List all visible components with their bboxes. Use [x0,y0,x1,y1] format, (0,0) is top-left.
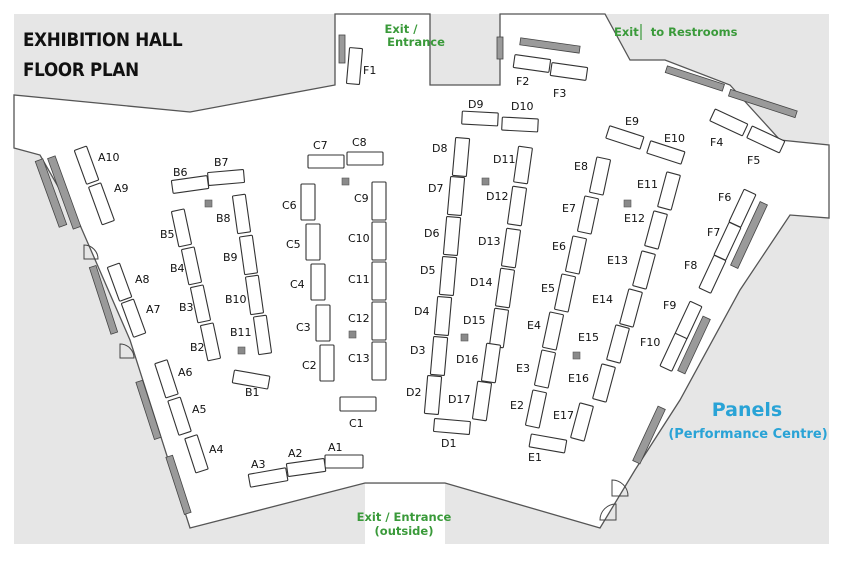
booth-label: B4 [170,262,185,275]
booth-label: E17 [553,409,574,422]
booth-label: C3 [296,321,311,334]
booth-label: B6 [173,166,188,179]
booth-label: D1 [441,437,456,450]
booth-label: E2 [510,399,524,412]
booth-label: B10 [225,293,247,306]
booth-label: E11 [637,178,658,191]
booth-label: E10 [664,132,685,145]
booth-label: D12 [486,190,508,203]
booth-label: E9 [625,115,639,128]
booth-label: F6 [718,191,731,204]
exit-bottom-opening [365,484,445,544]
booth-label: E16 [568,372,589,385]
booth-label: C10 [348,232,370,245]
booth-label: E12 [624,212,645,225]
booth-label: F5 [747,154,760,167]
pillars [204,177,632,360]
booth-label: D16 [456,353,478,366]
booth-label: E14 [592,293,613,306]
booth-label: A1 [328,441,343,454]
booth-label: F8 [684,259,697,272]
map-title: FLOOR PLAN [23,59,139,81]
booth-label: C12 [348,312,370,325]
exit-bottom-label: Exit / Entrance [357,510,452,524]
exit-top-label: Exit / [385,22,419,36]
booth-label: B7 [214,156,229,169]
booth-label: D2 [406,386,421,399]
booth-label: D5 [420,264,435,277]
booth-label: D11 [493,153,515,166]
booth-label: E4 [527,319,541,332]
booth-label: F9 [663,299,676,312]
booth-label: D8 [432,142,447,155]
booth-label: D9 [468,98,483,111]
booth-label: C4 [290,278,305,291]
booth-label: C11 [348,273,370,286]
booth-label: B8 [216,212,231,225]
booth-label: A8 [135,273,150,286]
booth-label: B9 [223,251,238,264]
booth-label: F4 [710,136,723,149]
booth-label: D3 [410,344,425,357]
booth-label: A9 [114,182,129,195]
booth-label: D14 [470,276,492,289]
booth-label: E5 [541,282,555,295]
booth-label: D6 [424,227,439,240]
booth-label: D4 [414,305,429,318]
booth-label: C1 [349,417,364,430]
booth-label: A2 [288,447,303,460]
booth-label: E3 [516,362,530,375]
panels-title: Panels [712,399,782,421]
exit-restrooms-label: Exit to Restrooms [614,25,738,39]
booth-label: D7 [428,182,443,195]
booth-label: C7 [313,139,328,152]
booth-label: B5 [160,228,175,241]
booth-label: E1 [528,451,542,464]
booth-label: A3 [251,458,266,471]
booth-label: A6 [178,366,193,379]
exit-top-label: Entrance [387,35,445,49]
booth-label: B11 [230,326,252,339]
map-title: EXHIBITION HALL [23,29,183,51]
booth-label: D10 [511,100,533,113]
booth-label: E13 [607,254,628,267]
booth-label: E8 [574,160,588,173]
booth-labels: A1 A2 A3 A4 A5 A6 A7 A8 A9 A10 B1 B2 B3 … [98,64,760,471]
booth-label: C6 [282,199,297,212]
booth-rects [73,47,786,488]
booth-label: E6 [552,240,566,253]
booth-label: C5 [286,238,301,251]
booth-label: F2 [516,75,529,88]
booth-label: A10 [98,151,120,164]
booth-label: B2 [190,341,205,354]
booth-label: C13 [348,352,370,365]
wall-bars [34,34,798,515]
booth-label: C9 [354,192,369,205]
booth-label: E15 [578,331,599,344]
booth-label: A4 [209,443,224,456]
booth-label: A5 [192,403,207,416]
booth-label: D13 [478,235,500,248]
panels-subtitle: (Performance Centre) [668,427,827,442]
booth-label: C2 [302,359,317,372]
booth-label: F3 [553,87,566,100]
booth-label: B3 [179,301,194,314]
booth-label: B1 [245,386,260,399]
booth-label: F1 [363,64,376,77]
booth-label: D17 [448,393,470,406]
booth-label: F10 [640,336,660,349]
booth-label: C8 [352,136,367,149]
booth-label: F7 [707,226,720,239]
booth-label: A7 [146,303,161,316]
booth-label: D15 [463,314,485,327]
exit-bottom-label: (outside) [375,524,434,538]
booth-label: E7 [562,202,576,215]
